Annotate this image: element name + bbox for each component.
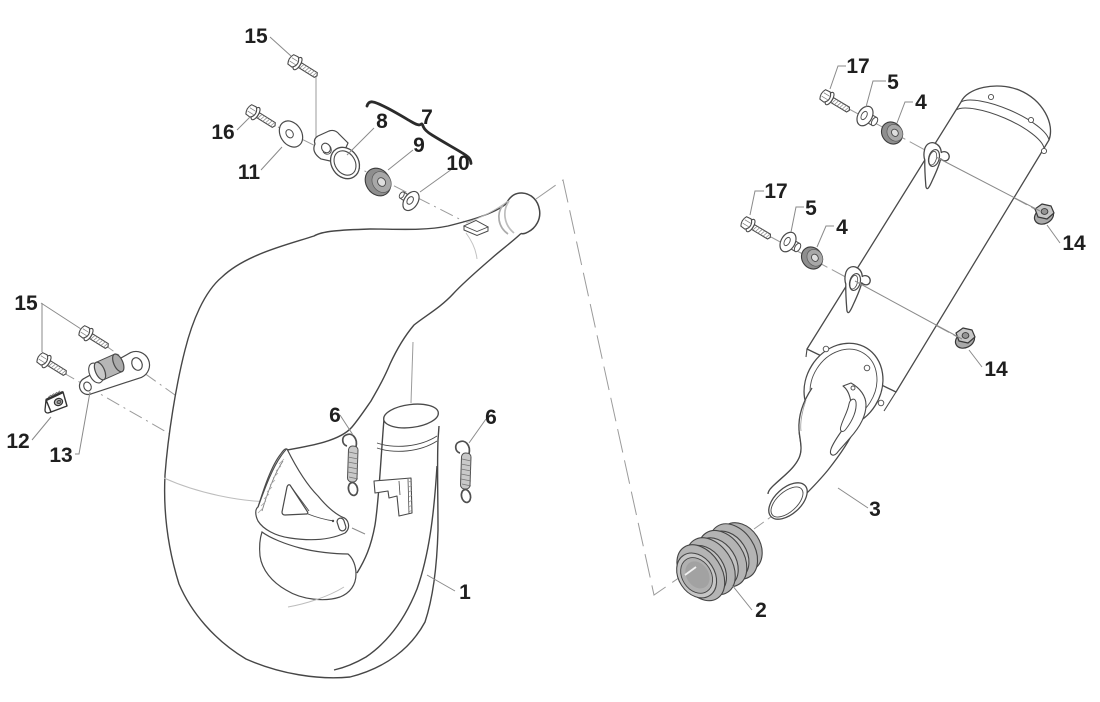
svg-text:10: 10 xyxy=(446,152,469,175)
svg-text:12: 12 xyxy=(6,430,29,453)
svg-text:9: 9 xyxy=(413,134,425,157)
svg-text:16: 16 xyxy=(211,121,234,144)
svg-text:14: 14 xyxy=(984,358,1008,381)
svg-text:2: 2 xyxy=(755,599,767,622)
svg-text:1: 1 xyxy=(459,581,471,604)
svg-text:6: 6 xyxy=(485,406,497,429)
svg-text:15: 15 xyxy=(244,25,268,48)
svg-text:17: 17 xyxy=(764,180,787,203)
svg-text:7: 7 xyxy=(421,106,433,129)
svg-text:14: 14 xyxy=(1062,232,1086,255)
svg-text:3: 3 xyxy=(869,498,881,521)
svg-text:4: 4 xyxy=(915,91,927,114)
svg-text:6: 6 xyxy=(329,404,341,427)
svg-text:13: 13 xyxy=(49,444,72,467)
svg-text:11: 11 xyxy=(238,161,261,184)
svg-text:5: 5 xyxy=(887,71,899,94)
svg-text:8: 8 xyxy=(376,110,388,133)
svg-text:15: 15 xyxy=(14,292,38,315)
svg-text:17: 17 xyxy=(846,55,869,78)
svg-text:5: 5 xyxy=(805,197,817,220)
svg-text:4: 4 xyxy=(836,216,848,239)
